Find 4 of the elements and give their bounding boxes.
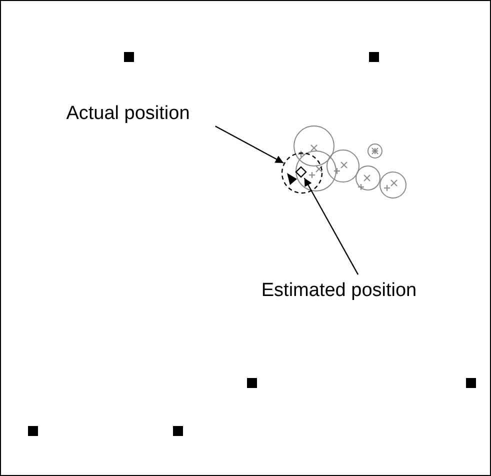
callout-label: Actual position <box>66 104 190 122</box>
leader-arrow <box>215 126 284 164</box>
leader-arrow <box>304 178 359 275</box>
callout-label: Estimated position <box>261 280 417 300</box>
